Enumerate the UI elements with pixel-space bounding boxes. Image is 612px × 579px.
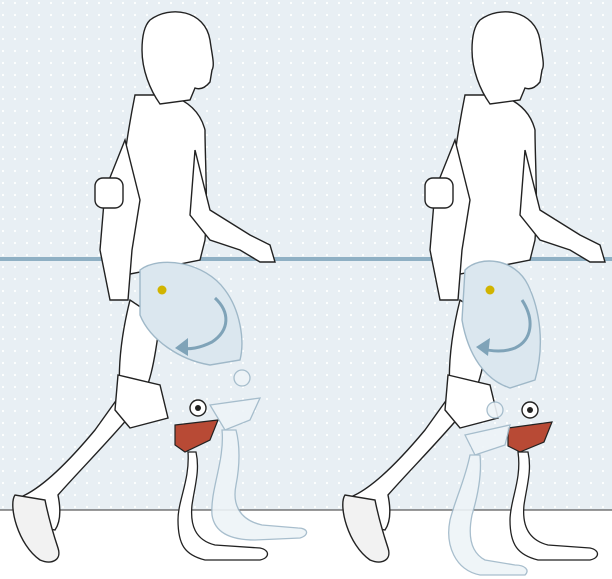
pivot-dot [486,286,495,295]
pivot-dot [158,286,167,295]
elbow-pad [425,178,453,208]
elbow-pad [95,178,123,208]
